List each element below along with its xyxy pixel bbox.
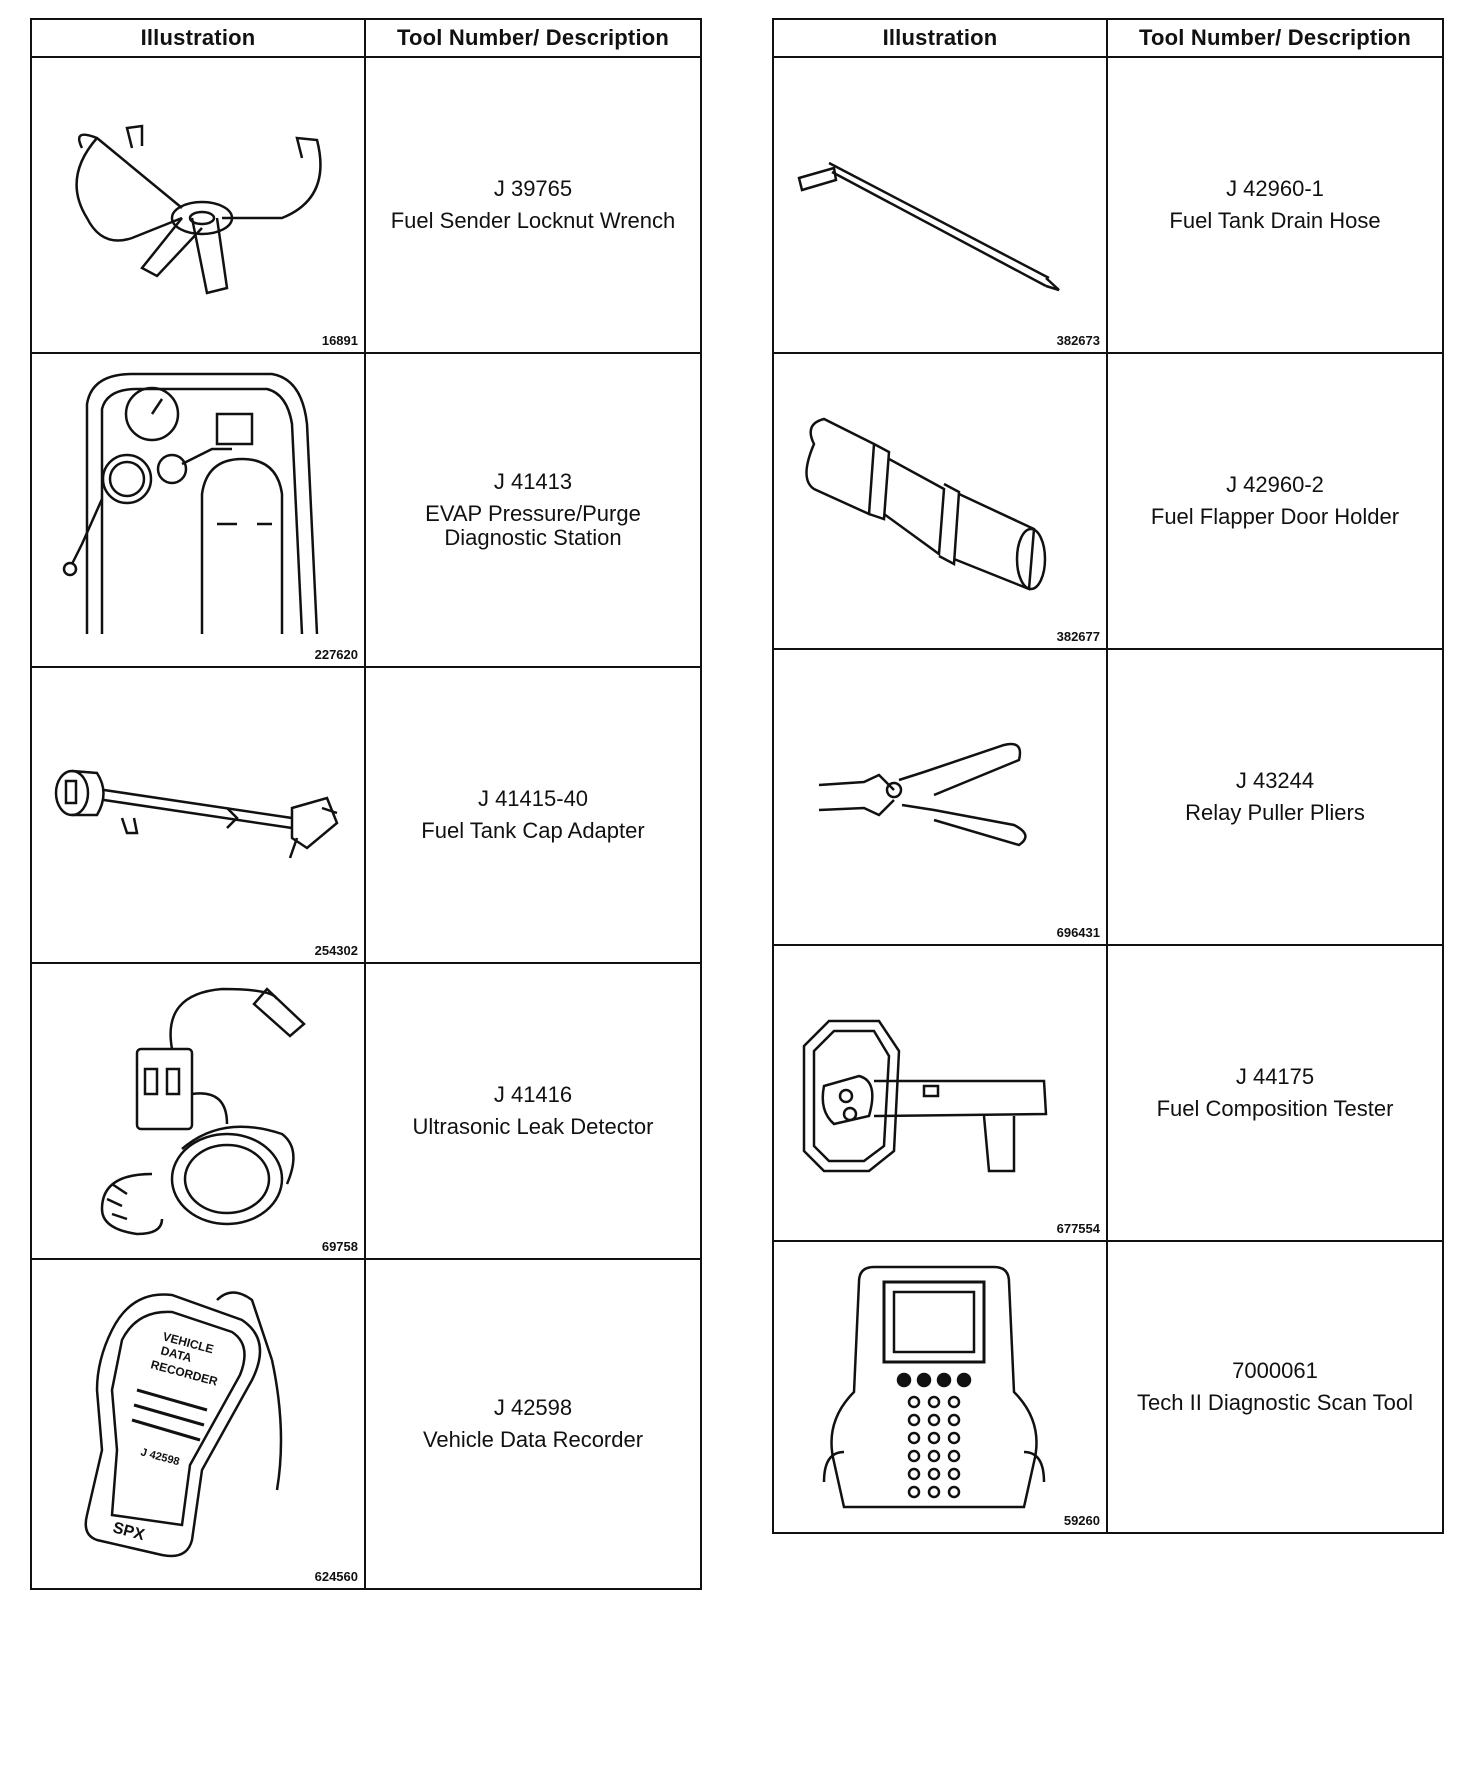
table-row: 696431 J 43244 Relay Puller Pliers [772,648,1444,946]
header-row: Illustration Tool Number/ Description [772,18,1444,58]
illustration-cell: 696431 [772,648,1108,946]
table-row: 69758 J 41416 Ultrasonic Leak Detector [30,962,702,1260]
table-row: VEHICLE DATA RECORDER J 42598 SPX 624560… [30,1258,702,1590]
header-tool-description: Tool Number/ Description [1106,18,1444,58]
table-row: 59260 7000061 Tech II Diagnostic Scan To… [772,1240,1444,1534]
illustration-ref-number: 677554 [1056,1221,1100,1236]
table-row: 254302 J 41415-40 Fuel Tank Cap Adapter [30,666,702,964]
description-cell: J 42960-2 Fuel Flapper Door Holder [1106,352,1444,650]
composition-tester-icon [784,956,1084,1206]
description-cell: J 41413 EVAP Pressure/Purge Diagnostic S… [364,352,702,668]
header-illustration: Illustration [30,18,366,58]
tool-number: J 42598 [493,1395,573,1420]
description-cell: J 44175 Fuel Composition Tester [1106,944,1444,1242]
tool-number: J 41415-40 [477,786,589,811]
tool-number: 7000061 [1232,1358,1318,1383]
table-row: 382677 J 42960-2 Fuel Flapper Door Holde… [772,352,1444,650]
header-illustration: Illustration [772,18,1108,58]
illustration-ref-number: 16891 [321,333,358,348]
device-brand: SPX [111,1519,147,1544]
illustration-ref-number: 227620 [314,647,358,662]
drain-hose-icon [784,68,1084,318]
tool-number: J 41413 [493,469,573,494]
door-holder-icon [784,364,1084,614]
description-cell: J 39765 Fuel Sender Locknut Wrench [364,56,702,354]
tool-number: J 41416 [493,1082,573,1107]
tool-description: Ultrasonic Leak Detector [412,1114,654,1139]
cap-adapter-icon [42,678,352,928]
header-row: Illustration Tool Number/ Description [30,18,702,58]
description-cell: J 42960-1 Fuel Tank Drain Hose [1106,56,1444,354]
tool-description: Fuel Tank Cap Adapter [421,818,645,843]
locknut-wrench-icon [42,68,342,318]
description-cell: 7000061 Tech II Diagnostic Scan Tool [1106,1240,1444,1534]
tool-table-left: Illustration Tool Number/ Description 16… [30,18,702,1590]
table-row: 677554 J 44175 Fuel Composition Tester [772,944,1444,1242]
illustration-ref-number: 696431 [1056,925,1100,940]
data-recorder-icon: VEHICLE DATA RECORDER J 42598 SPX [42,1270,342,1570]
table-row: 16891 J 39765 Fuel Sender Locknut Wrench [30,56,702,354]
illustration-cell: 16891 [30,56,366,354]
table-row: 227620 J 41413 EVAP Pressure/Purge Diagn… [30,352,702,668]
tool-description: Fuel Tank Drain Hose [1169,208,1381,233]
description-cell: J 42598 Vehicle Data Recorder [364,1258,702,1590]
tool-description: Tech II Diagnostic Scan Tool [1137,1390,1413,1415]
illustration-cell: 254302 [30,666,366,964]
illustration-cell: 382677 [772,352,1108,650]
tool-number: J 39765 [493,176,573,201]
tool-description: Fuel Sender Locknut Wrench [390,208,676,233]
illustration-cell: 677554 [772,944,1108,1242]
tool-description: Fuel Flapper Door Holder [1150,504,1400,529]
tool-number: J 42960-2 [1226,472,1324,497]
device-label-line: J 42598 [139,1446,181,1468]
illustration-cell: 69758 [30,962,366,1260]
illustration-cell: 382673 [772,56,1108,354]
table-row: 382673 J 42960-1 Fuel Tank Drain Hose [772,56,1444,354]
leak-detector-icon [42,974,342,1244]
illustration-ref-number: 59260 [1063,1513,1100,1528]
illustration-ref-number: 624560 [314,1569,358,1584]
illustration-cell: VEHICLE DATA RECORDER J 42598 SPX 624560 [30,1258,366,1590]
illustration-cell: 59260 [772,1240,1108,1534]
tool-description: Fuel Composition Tester [1156,1096,1394,1121]
illustration-ref-number: 69758 [321,1239,358,1254]
scan-tool-icon [784,1252,1084,1512]
header-tool-description: Tool Number/ Description [364,18,702,58]
diagnostic-station-icon [42,364,342,634]
illustration-ref-number: 254302 [314,943,358,958]
tool-description: Relay Puller Pliers [1185,800,1365,825]
relay-pliers-icon [784,660,1084,910]
illustration-cell: 227620 [30,352,366,668]
tool-table-right: Illustration Tool Number/ Description 38… [772,18,1444,1534]
tool-description: Vehicle Data Recorder [422,1427,644,1452]
tool-number: J 43244 [1235,768,1315,793]
description-cell: J 43244 Relay Puller Pliers [1106,648,1444,946]
tool-number: J 42960-1 [1226,176,1324,201]
illustration-ref-number: 382677 [1056,629,1100,644]
description-cell: J 41416 Ultrasonic Leak Detector [364,962,702,1260]
tool-number: J 44175 [1235,1064,1315,1089]
description-cell: J 41415-40 Fuel Tank Cap Adapter [364,666,702,964]
tool-description: EVAP Pressure/Purge Diagnostic Station [425,501,641,550]
illustration-ref-number: 382673 [1056,333,1100,348]
